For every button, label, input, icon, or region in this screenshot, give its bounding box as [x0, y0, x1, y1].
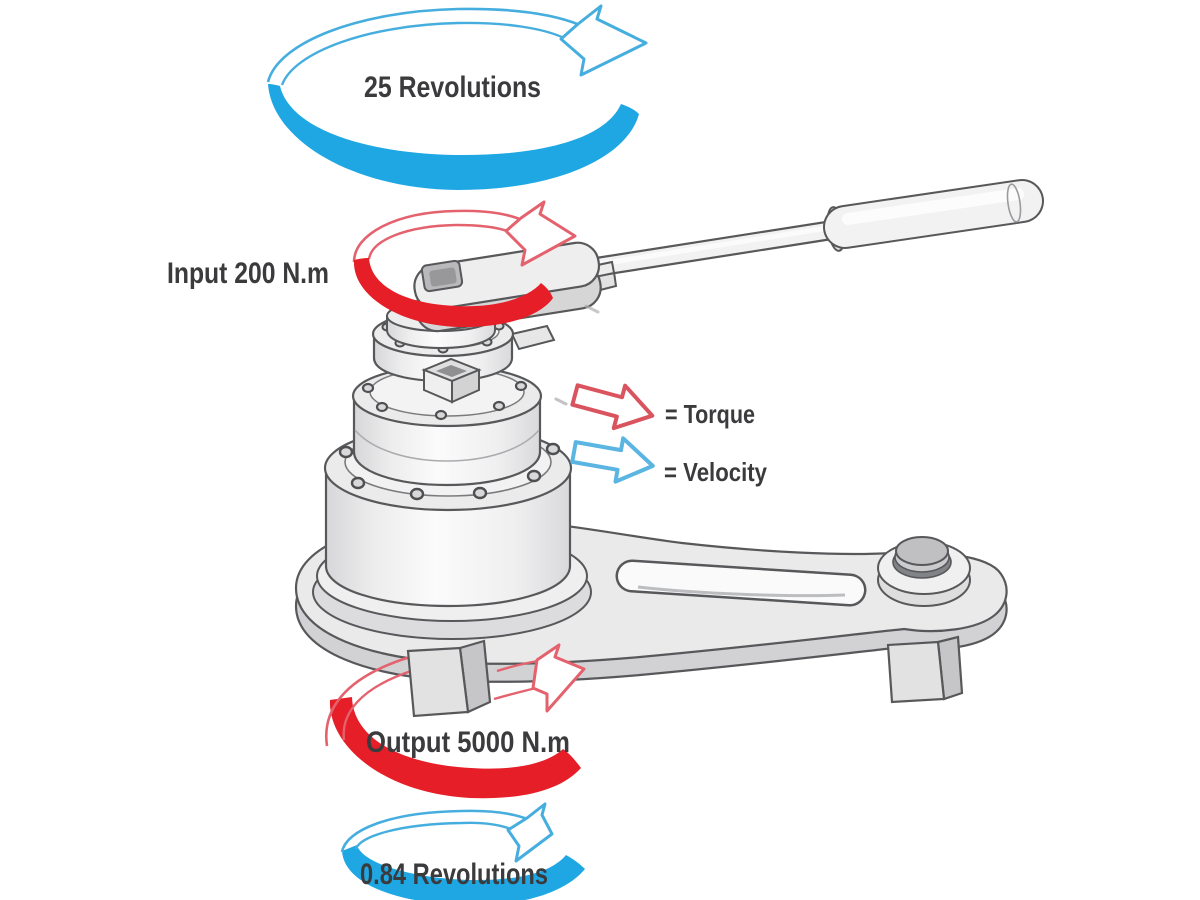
output-rotation-arrowhead-icon [531, 643, 586, 713]
input-rotation-band [353, 258, 553, 328]
output-rotation-band [329, 697, 581, 799]
bottom-rotation-arrow [340, 802, 585, 900]
input-torque-label: Input 200 N.m [167, 257, 329, 290]
bottom-rotation-arrowhead-icon [506, 802, 554, 863]
gear-housing [312, 300, 592, 640]
input-rotation-arrow [352, 200, 577, 328]
top-tier-lug [510, 324, 556, 351]
legend-velocity-label: = Velocity [664, 457, 767, 487]
input-rotation-outline-outer [352, 209, 525, 263]
square-drive-pegs [406, 635, 964, 718]
labels: 25 Revolutions Input 200 N.m Output 5000… [167, 71, 570, 891]
coupler-socket [436, 365, 467, 377]
bottom-rotation-outline-outer [340, 809, 531, 853]
top-rotation-band [268, 84, 639, 190]
handle-grip [823, 179, 1044, 252]
mid-bolt-ring [361, 380, 528, 421]
arm-end-boss [877, 536, 971, 607]
bottom-rotation-band [342, 845, 585, 900]
top-rotation-arrowhead-icon [559, 4, 648, 77]
stray-mark-2 [554, 397, 568, 406]
legend-torque-label: = Torque [665, 399, 755, 429]
square-drive-coupler [421, 357, 482, 404]
output-rotation-arrow [325, 643, 586, 799]
top-revolutions-label: 25 Revolutions [364, 71, 541, 104]
output-arrow-shaft-top [496, 659, 539, 673]
bottom-revolutions-label: 0.84 Revolutions [360, 858, 548, 891]
torque-arrow-icon [570, 383, 655, 431]
bottom-rotation-outline-inner [354, 821, 512, 850]
output-rotation-outline-outer [325, 655, 411, 747]
stray-mark-1 [584, 304, 600, 314]
left-drive-peg [406, 639, 492, 718]
top-rotation-outline-outer [266, 7, 581, 83]
input-rotation-arrowhead-icon [504, 200, 577, 267]
grip-end-seam [1006, 183, 1022, 223]
right-drive-peg [886, 635, 964, 704]
input-rotation-outline-inner [367, 223, 511, 260]
velocity-arrow-icon [570, 436, 655, 484]
handle-rod-highlight [599, 225, 829, 267]
reaction-arm-slot [615, 559, 867, 607]
drum-bolt-ring [338, 442, 561, 501]
top-rotation-arrow [266, 4, 648, 190]
head-square-recess-inner [429, 267, 457, 287]
top-rotation-outline-inner [280, 21, 565, 86]
boss-button-top [895, 536, 949, 566]
output-torque-label: Output 5000 N.m [366, 726, 570, 759]
grip-highlight [842, 188, 1024, 225]
output-rotation-outline-inner [342, 668, 415, 741]
legend: = Torque = Velocity [570, 383, 767, 487]
